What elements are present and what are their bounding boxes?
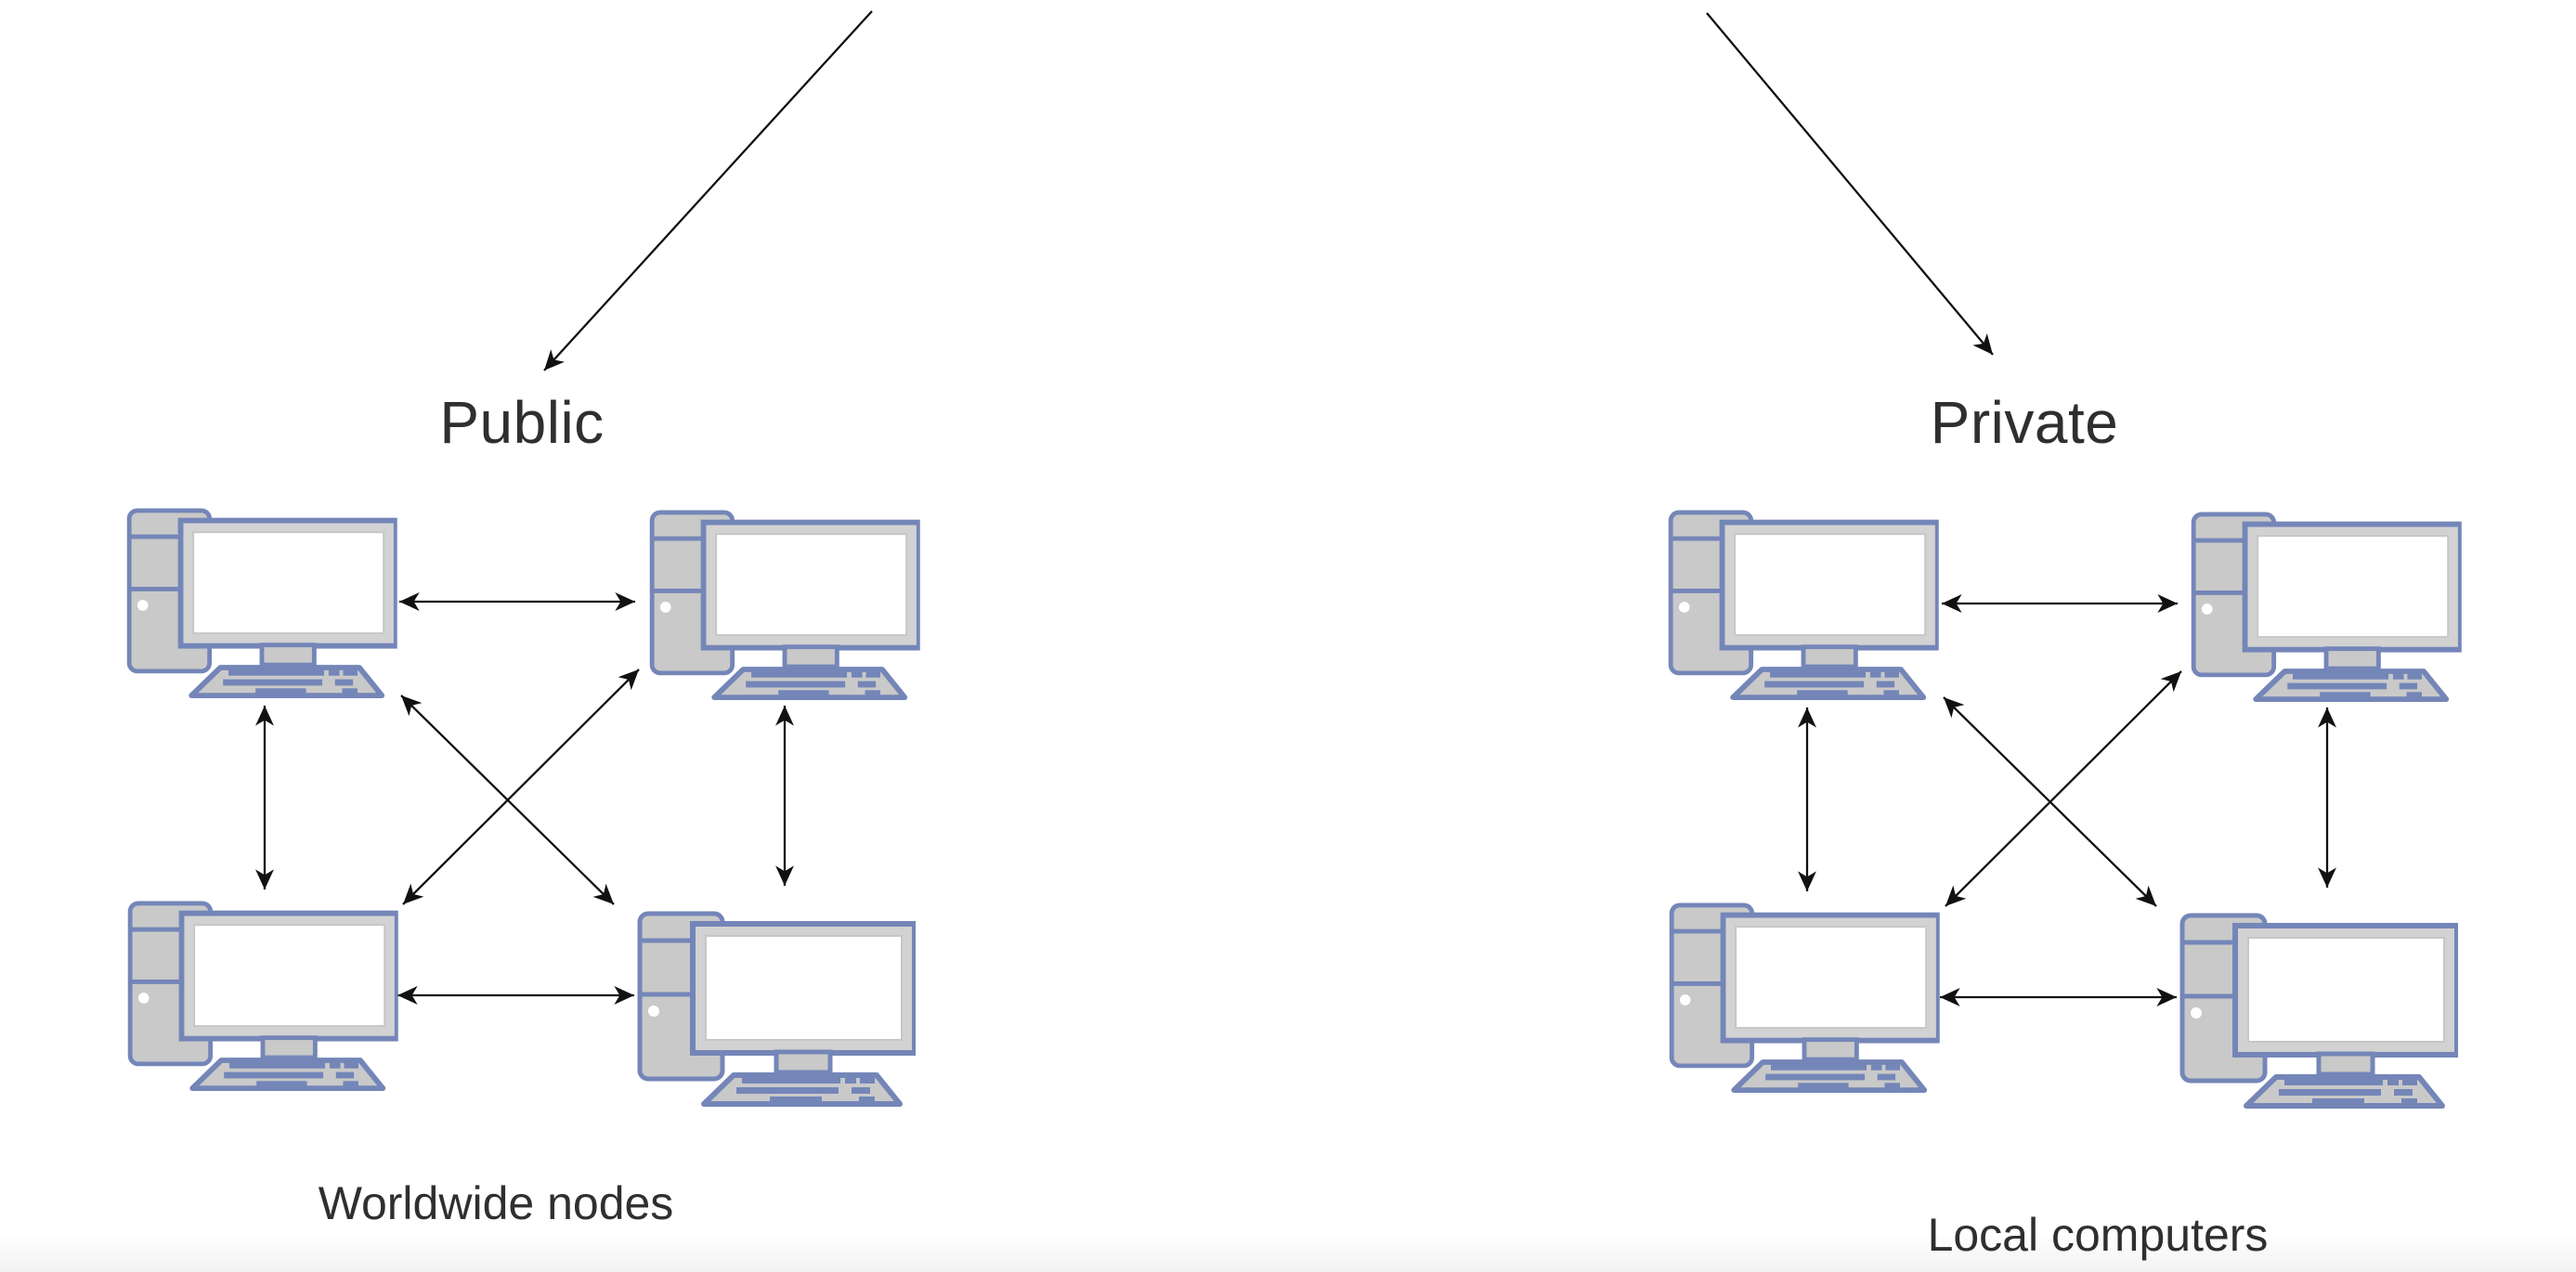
pointer-arrow-to-private	[1706, 12, 1994, 356]
computer-icon	[1668, 510, 1939, 701]
public-mesh-arrows	[255, 592, 794, 1005]
computer-icon	[2191, 512, 2462, 703]
computer-icon	[126, 508, 397, 699]
computer-icon	[634, 911, 918, 1108]
computer-icon	[1669, 902, 1940, 1094]
public-cluster-title: Public	[439, 389, 605, 456]
computer-icon	[649, 510, 920, 701]
computer-icon	[127, 901, 398, 1092]
private-cluster-caption: Local computers	[1927, 1209, 2269, 1261]
mesh-arrow-diagonal-a	[1945, 670, 2182, 907]
public-cluster-caption: Worldwide nodes	[318, 1177, 674, 1229]
mesh-arrow-diagonal-b	[1943, 696, 2157, 907]
computer-icon	[2177, 913, 2461, 1110]
private-cluster-title: Private	[1930, 389, 2119, 456]
mesh-arrow-diagonal-b	[400, 694, 615, 905]
mesh-arrow-diagonal-a	[402, 668, 640, 905]
private-mesh-arrows	[1798, 594, 2336, 1006]
pointer-arrow-to-public	[543, 10, 873, 371]
